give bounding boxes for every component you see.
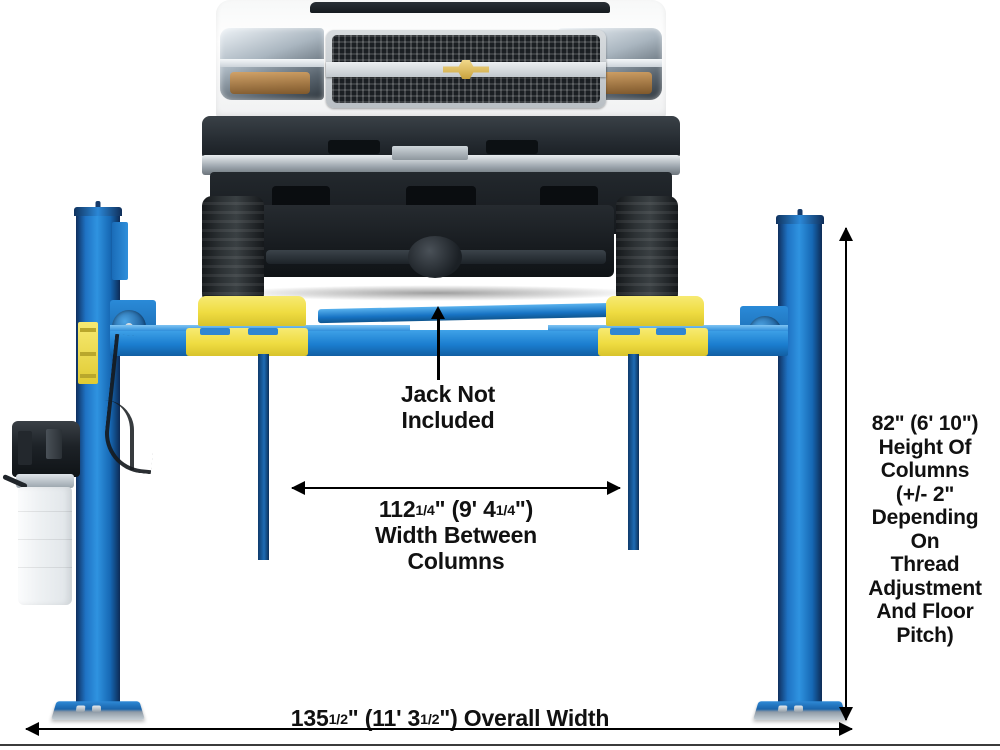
right-column: [753, 209, 847, 720]
rolling-jack-beam: [318, 302, 618, 324]
overall-feet-frac-den: 2: [431, 711, 440, 728]
height-line8: And Floor: [876, 600, 974, 624]
width-between-columns-label: 1121/4" (9' 41/4") Width Between Columns: [306, 496, 606, 574]
height-line9: Pitch): [896, 623, 954, 647]
height-of-columns-label: 82" (6' 10") Height Of Columns (+/- 2" D…: [856, 412, 994, 647]
width-frac-num: 1: [415, 502, 424, 519]
width-feet-frac-num: 1: [495, 502, 504, 519]
hydraulic-hose-loop: [96, 400, 134, 470]
height-line6: Thread: [890, 553, 960, 577]
overall-feet-open: (11' 3: [364, 705, 421, 731]
height-line3: Columns: [880, 459, 970, 483]
bumper-chrome-strip: [202, 155, 680, 175]
width-label-line3: Columns: [407, 547, 505, 574]
overall-frac-num: 1: [328, 711, 337, 728]
height-of-columns-arrow: [839, 227, 853, 721]
vehicle-truck: [196, 0, 686, 304]
jack-label-line2: Included: [401, 406, 495, 433]
right-ramp-upper: [606, 296, 704, 326]
overall-width-line: 1351/2" (11' 31/2") Overall Width: [290, 705, 610, 731]
overall-inch-mark: ": [347, 705, 359, 731]
truck-shadow: [226, 285, 646, 301]
jack-label-line1: Jack Not: [400, 381, 496, 407]
width-whole: 112: [378, 496, 416, 522]
left-ramp-lower: [186, 328, 308, 356]
left-column-base-plate: [51, 701, 145, 720]
jack-pointer-arrow: [431, 306, 445, 380]
differential: [408, 236, 462, 278]
left-ramp-upper: [198, 296, 306, 326]
jack-not-included-label: Jack Not Included: [348, 381, 548, 434]
grille: [326, 30, 606, 108]
overall-width-label: 1351/2" (11' 31/2") Overall Width: [240, 705, 660, 732]
safety-latch-indicator: [78, 322, 98, 384]
tire-left: [202, 196, 264, 304]
runway-support-leg-right: [628, 354, 639, 550]
overall-width-arrow: [25, 722, 853, 736]
license-plate-notch: [392, 146, 468, 160]
width-value-line: 1121/4" (9' 41/4"): [378, 496, 534, 522]
overall-feet-close: "): [439, 705, 458, 731]
tow-hook-slot-left: [328, 140, 380, 154]
overall-feet-frac-num: 1: [420, 711, 428, 728]
overall-whole: 135: [290, 705, 329, 731]
height-line7: Adjustment: [868, 576, 982, 600]
overall-frac-den: 2: [340, 711, 348, 728]
right-column-base-plate: [753, 701, 847, 720]
height-line5: Depending On: [871, 506, 979, 553]
height-line1: 82" (6' 10"): [871, 412, 979, 435]
width-inch-mark: ": [434, 496, 446, 522]
truck-body: [216, 0, 666, 118]
width-feet-frac-den: 4: [507, 502, 515, 519]
width-feet-close: "): [514, 496, 534, 522]
width-feet-open: (9' 4: [451, 496, 496, 522]
right-ramp-lower: [598, 328, 708, 356]
power-unit-motor: [12, 421, 80, 477]
floor-line: [0, 744, 1000, 746]
headlight-left-icon: [220, 28, 324, 100]
width-label-line2: Width Between: [374, 521, 538, 548]
hydraulic-fluid-reservoir: [18, 487, 72, 605]
height-line2: Height Of: [878, 435, 972, 459]
overall-width-text: Overall Width: [463, 705, 610, 731]
tire-right: [616, 196, 678, 304]
hood-deflector: [310, 2, 610, 13]
height-line4: (+/- 2": [895, 482, 955, 506]
width-between-columns-arrow: [291, 481, 621, 495]
power-unit-pump-cap: [16, 474, 74, 488]
width-frac-den: 4: [426, 502, 435, 519]
tow-hook-slot-right: [486, 140, 538, 154]
runway-support-leg-left: [258, 354, 269, 560]
left-column-upper-arm: [112, 222, 128, 280]
